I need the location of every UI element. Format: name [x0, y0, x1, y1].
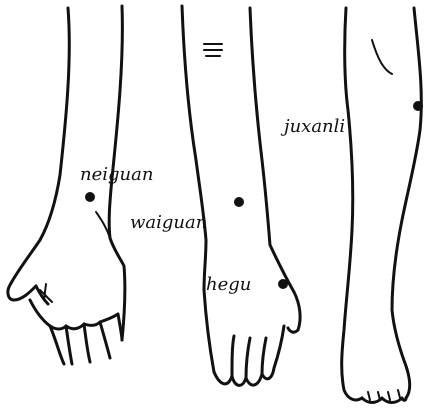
- hegu-point-marker: [278, 279, 288, 289]
- neiguan-point-marker: [85, 192, 95, 202]
- left-arm-outline: [8, 6, 125, 364]
- juxanli-point-marker: [413, 101, 423, 111]
- juxanli-label: juxanli: [280, 116, 345, 137]
- middle-arm-outline: [182, 6, 300, 385]
- neiguan-label: neiguan: [80, 164, 153, 185]
- right-leg-outline: [342, 8, 422, 403]
- hegu-label: hegu: [206, 274, 251, 295]
- waiguan-point-marker: [234, 197, 244, 207]
- waiguan-label: waiguan: [130, 212, 207, 233]
